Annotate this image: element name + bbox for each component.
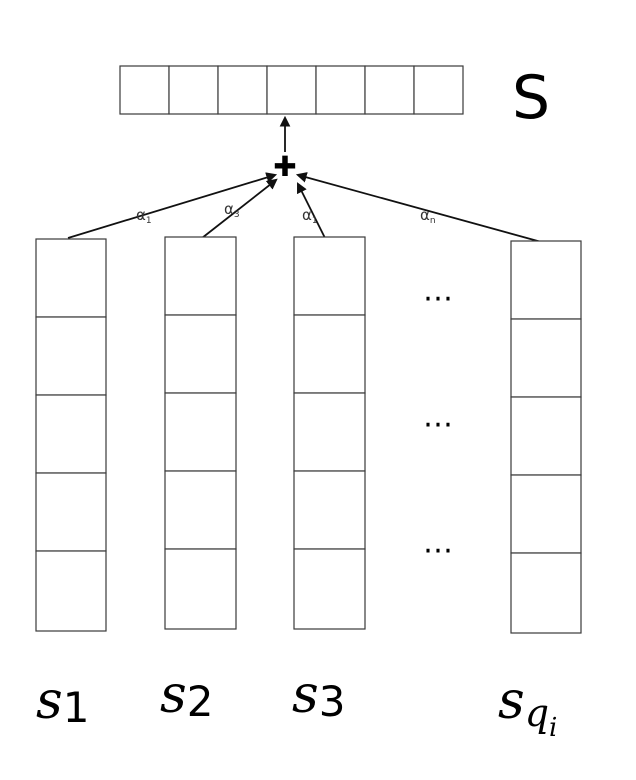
column-cell — [35, 394, 107, 474]
output-cell — [413, 65, 464, 115]
weight-arrow-4 — [295, 172, 546, 244]
column-s2 — [164, 236, 237, 630]
weight-label-3: α1 — [302, 206, 318, 226]
column-cell — [510, 396, 582, 476]
output-vector — [119, 65, 464, 115]
column-cell — [510, 318, 582, 398]
output-cell — [119, 65, 170, 115]
output-cell — [266, 65, 317, 115]
column-sqi — [510, 240, 582, 634]
column-cell — [164, 236, 237, 316]
column-cell — [35, 316, 107, 396]
ellipsis-top: ⋯ — [423, 281, 457, 316]
output-cell — [315, 65, 366, 115]
column-cell — [510, 474, 582, 554]
weight-arrow-1 — [67, 172, 278, 239]
weight-label-4: αn — [420, 206, 436, 226]
column-cell — [293, 470, 366, 550]
column-cell — [293, 548, 366, 630]
column-s3 — [293, 236, 366, 630]
column-cell — [35, 238, 107, 318]
output-label: S — [512, 63, 550, 133]
ellipsis-middle: ⋯ — [423, 407, 457, 442]
column-cell — [293, 392, 366, 472]
column-label-s2: s2 — [160, 665, 213, 726]
output-cell — [168, 65, 219, 115]
column-cell — [293, 236, 366, 316]
column-cell — [164, 392, 237, 472]
column-cell — [510, 240, 582, 320]
column-cell — [164, 548, 237, 630]
column-cell — [35, 472, 107, 552]
column-cell — [293, 314, 366, 394]
column-cell — [164, 470, 237, 550]
weight-label-2: α3 — [224, 200, 240, 220]
column-label-s3: s3 — [292, 665, 345, 726]
plus-icon: ✚ — [273, 150, 296, 183]
weight-arrow-2 — [201, 178, 278, 239]
column-label-s1: s1 — [36, 671, 89, 732]
column-label-sqi: sqi — [498, 671, 557, 743]
weight-label-1: α1 — [136, 206, 152, 226]
column-cell — [35, 550, 107, 632]
column-s1 — [35, 238, 107, 632]
output-cell — [217, 65, 268, 115]
column-cell — [164, 314, 237, 394]
ellipsis-bottom: ⋯ — [423, 533, 457, 568]
column-cell — [510, 552, 582, 634]
weight-arrow-3 — [297, 182, 326, 239]
output-cell — [364, 65, 415, 115]
